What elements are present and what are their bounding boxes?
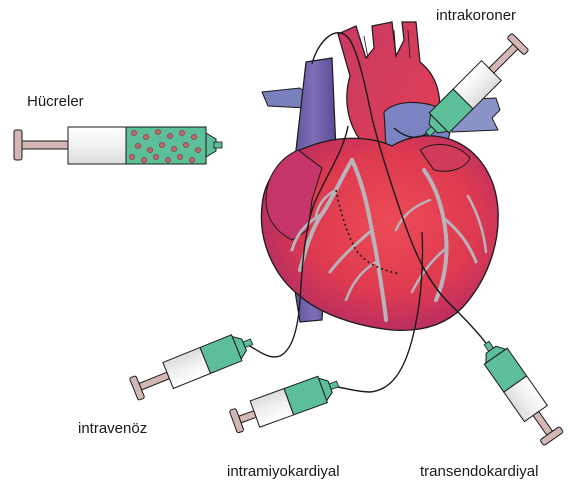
label-cells: Hücreler bbox=[27, 94, 84, 109]
plunger-rod bbox=[239, 411, 256, 423]
label-intracoronary: intrakoroner bbox=[436, 8, 516, 23]
plunger-rod bbox=[22, 141, 70, 149]
needle-hub bbox=[214, 142, 222, 148]
heart-illustration bbox=[261, 22, 500, 330]
transendocardial-syringe bbox=[475, 335, 565, 447]
intramyocardial-syringe bbox=[229, 371, 343, 435]
plunger-rod bbox=[139, 372, 169, 390]
cells-syringe bbox=[14, 127, 222, 164]
plunger-thumb bbox=[14, 130, 22, 160]
label-intravenous: intravenöz bbox=[78, 421, 147, 436]
plunger-rod bbox=[533, 412, 552, 436]
intravenous-syringe bbox=[129, 329, 257, 403]
plunger-rod bbox=[489, 44, 518, 73]
label-intramyocardial: intramiyokardiyal bbox=[227, 464, 340, 479]
barrel-glass bbox=[68, 127, 128, 164]
label-transendocardial: transendokardiyal bbox=[420, 464, 538, 479]
